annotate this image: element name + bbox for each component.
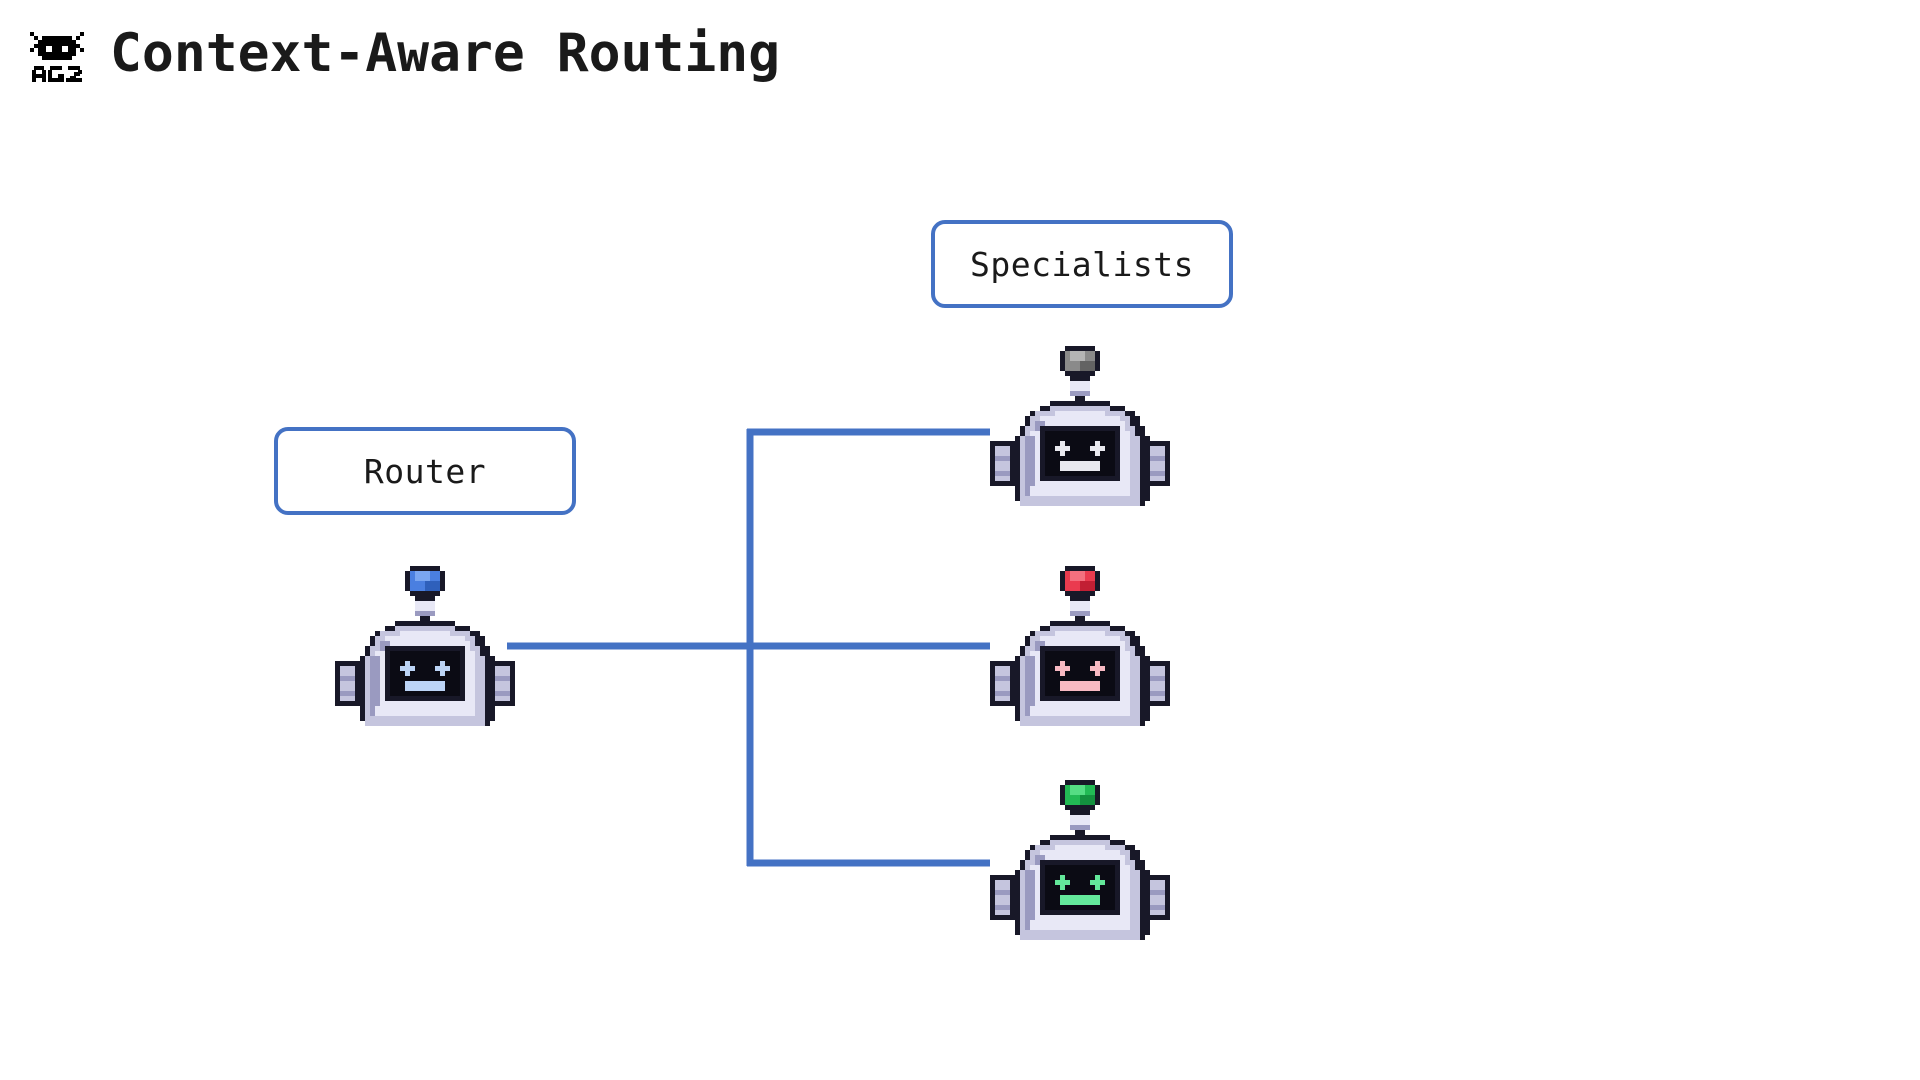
label-box-specialists[interactable]: Specialists	[931, 220, 1233, 308]
antenna	[1060, 780, 1100, 840]
eyes	[1055, 441, 1105, 456]
node-router-robot-head-icon[interactable]	[330, 561, 520, 751]
mouth	[1060, 461, 1100, 471]
ag2-robot-logo-icon	[26, 22, 88, 84]
label-box-specialists-text: Specialists	[969, 244, 1195, 284]
eyes	[1055, 661, 1105, 676]
antenna	[1060, 346, 1100, 406]
page-header: Context-Aware Routing	[26, 22, 780, 84]
node-specialist-0-robot-head-icon[interactable]	[985, 341, 1175, 531]
antenna	[1060, 566, 1100, 626]
antenna	[405, 566, 445, 626]
node-specialist-2-robot-head-icon[interactable]	[985, 775, 1175, 965]
eyes	[1055, 875, 1105, 890]
mouth	[1060, 895, 1100, 905]
label-box-router-text: Router	[363, 451, 487, 491]
node-specialist-1-robot-head-icon[interactable]	[985, 561, 1175, 751]
eyes	[400, 661, 450, 676]
page-title: Context-Aware Routing	[110, 22, 781, 84]
label-box-router[interactable]: Router	[274, 427, 576, 515]
mouth	[1060, 681, 1100, 691]
mouth	[405, 681, 445, 691]
